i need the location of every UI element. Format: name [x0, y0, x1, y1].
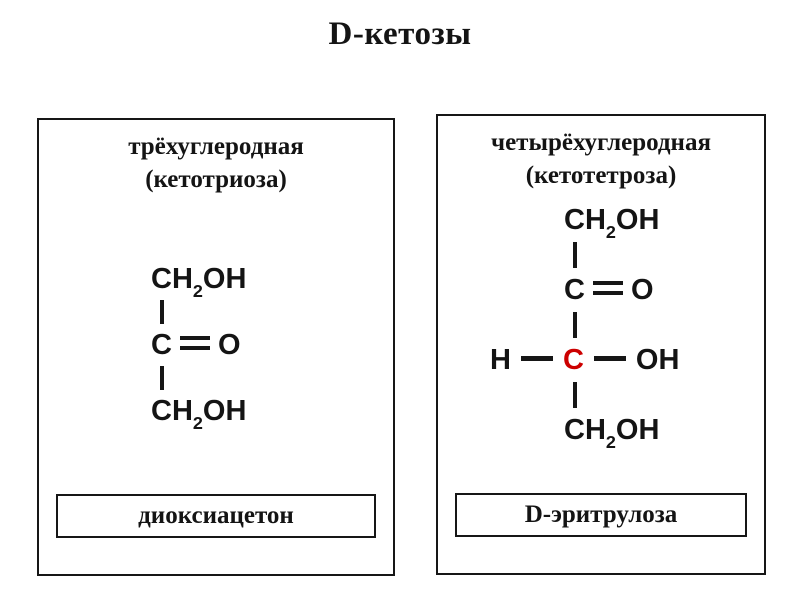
- hydrogen-atom: H: [490, 344, 511, 376]
- formula-ch2oh-top: CH2OH: [564, 198, 764, 242]
- caption-label: D-эритрулоза: [524, 501, 678, 528]
- formula-text: OH: [615, 204, 660, 236]
- formula-subscript: 2: [605, 431, 616, 452]
- double-bond: [179, 336, 210, 351]
- single-bond-vertical: [573, 382, 577, 408]
- formula-ch2oh-top: CH2OH: [151, 258, 393, 301]
- caption-box-erythrulose: D-эритрулоза: [455, 493, 747, 537]
- single-bond-vertical: [573, 312, 577, 338]
- formula-h-c-oh: H C OH: [490, 338, 764, 382]
- formula-text: OH: [615, 414, 660, 446]
- panel-ketotriose-title-line2: (кетотриоза): [145, 166, 287, 193]
- page-title: D-кетозы: [328, 16, 472, 52]
- single-bond-vertical: [160, 366, 164, 390]
- formula-text: CH: [151, 395, 193, 427]
- formula-subscript: 2: [192, 412, 203, 433]
- formula-text: OH: [202, 263, 247, 295]
- single-bond-vertical: [160, 300, 164, 324]
- caption-label: диоксиацетон: [138, 502, 294, 529]
- formula-text: CH: [564, 204, 606, 236]
- formula-text: OH: [202, 395, 247, 427]
- panel-ketotriose-header: трёхуглеродная (кетотриоза): [39, 120, 393, 196]
- formula-text: CH: [151, 263, 193, 295]
- formula-subscript: 2: [605, 221, 616, 242]
- panel-ketotetrose-title-line2: (кетотетроза): [525, 162, 677, 189]
- single-bond-vertical: [573, 242, 577, 268]
- caption-box-dihydroxyacetone: диоксиацетон: [56, 494, 376, 538]
- carbon-atom: C: [564, 274, 585, 306]
- panel-ketotetrose-header: четырёхуглеродная (кетотетроза): [438, 116, 764, 192]
- hydroxyl-group: OH: [635, 344, 680, 376]
- carbon-atom: C: [151, 329, 172, 361]
- formula-text: CH: [564, 414, 606, 446]
- oxygen-atom: O: [630, 274, 654, 306]
- formula-ch2oh-bottom: CH2OH: [564, 408, 764, 452]
- single-bond-horizontal: [520, 355, 553, 361]
- formula-subscript: 2: [192, 280, 203, 301]
- oxygen-atom: O: [217, 329, 241, 361]
- formula-ch2oh-bottom: CH2OH: [151, 390, 393, 433]
- single-bond-horizontal: [593, 355, 626, 361]
- panel-ketotriose-title-line1: трёхуглеродная: [128, 133, 304, 160]
- red-carbon-atom: C: [562, 344, 584, 376]
- panel-ketotetrose-title-line1: четырёхуглеродная: [490, 129, 711, 156]
- double-bond: [592, 281, 623, 296]
